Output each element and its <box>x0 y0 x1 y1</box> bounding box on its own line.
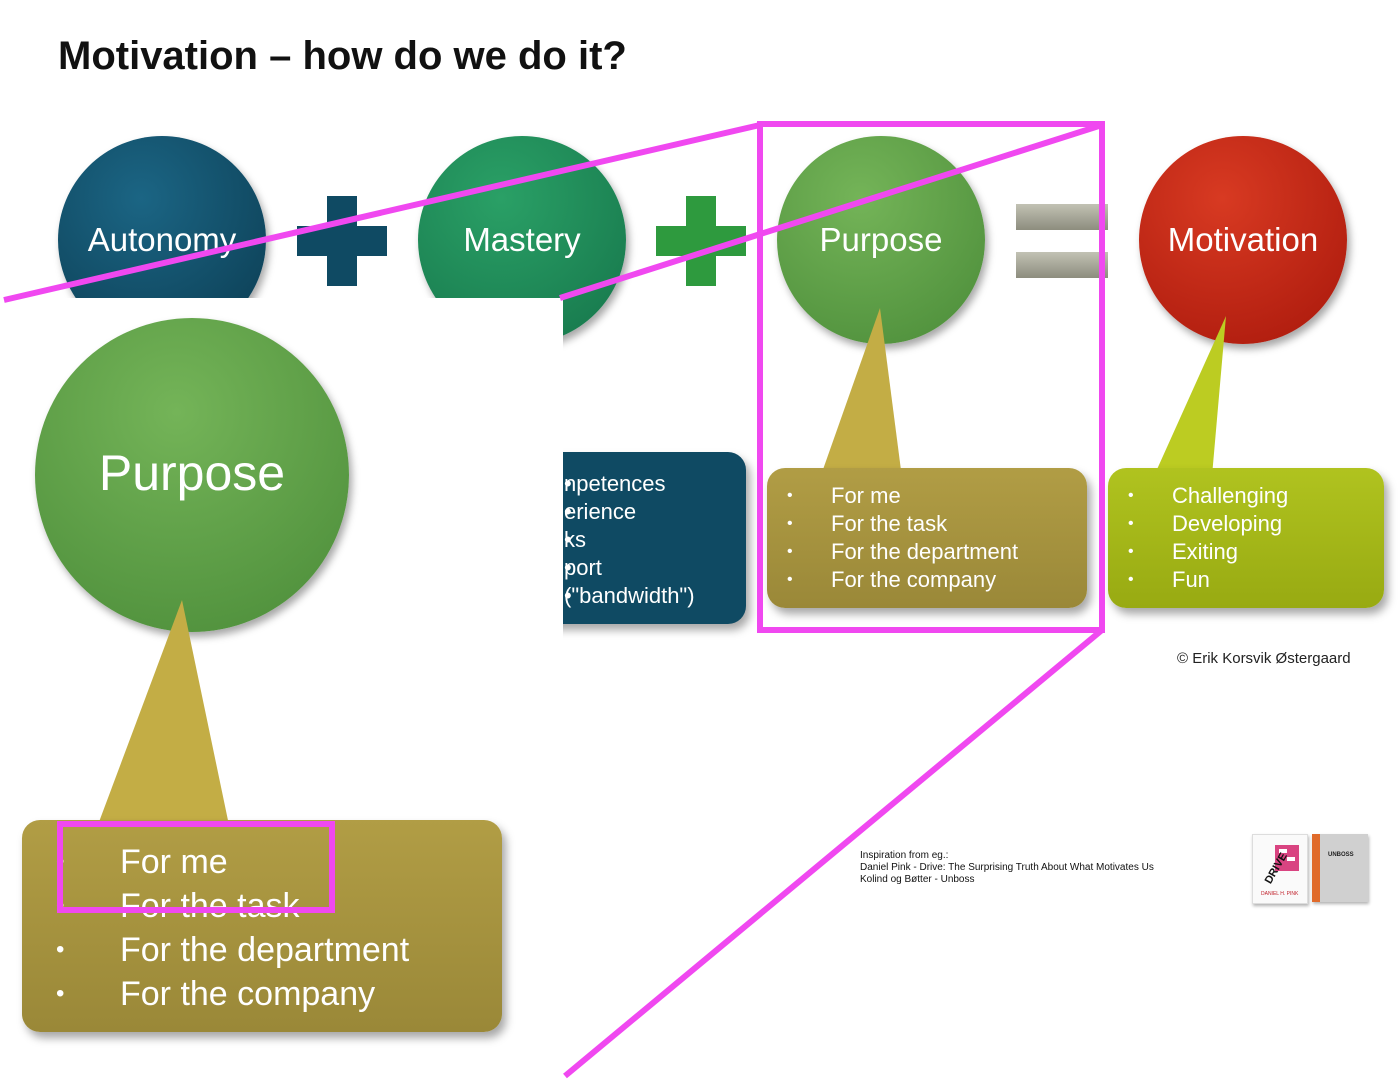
inspiration-text: Inspiration from eg.: Daniel Pink - Driv… <box>860 850 1154 886</box>
motivation-item: Exiting <box>1108 538 1384 566</box>
purpose-zoom-pointer <box>96 600 230 830</box>
motivation-item: Developing <box>1108 510 1384 538</box>
motivation-item: Fun <box>1108 566 1384 594</box>
mastery-label: Mastery <box>463 221 581 258</box>
purpose-item: For the task <box>767 510 1087 538</box>
drive-book-cover: DRIVE DANIEL H. PINK <box>1252 834 1308 904</box>
zoom-connector-line <box>3 122 761 303</box>
mastery-item: ("bandwidth") <box>564 582 695 610</box>
purpose-label: Purpose <box>819 221 943 258</box>
motivation-pointer <box>1154 316 1226 476</box>
unboss-book-cover: UNBOSS <box>1312 834 1368 902</box>
purpose-item: For me <box>767 482 1087 510</box>
mastery-item: erience <box>564 498 695 526</box>
copyright-text: © Erik Korsvik Østergaard <box>1177 650 1351 667</box>
mastery-item: npetences <box>564 470 695 498</box>
purpose-item: For the company <box>767 566 1087 594</box>
purpose-zoom-circle: Purpose <box>35 318 349 632</box>
page-title: Motivation – how do we do it? <box>58 34 627 78</box>
inspiration-line: Kolind og Bøtter - Unboss <box>860 874 975 885</box>
zoom-item: For the company <box>22 972 502 1016</box>
equals-icon <box>1016 204 1108 278</box>
purpose-zoom-box: For me For the task For the department F… <box>22 820 502 1032</box>
zoom-connector-line <box>563 627 1104 1079</box>
inspiration-line: Inspiration from eg.: <box>860 850 949 861</box>
plus-icon <box>297 196 387 286</box>
zoom-item: For the department <box>22 928 502 972</box>
for-me-highlight-box <box>57 821 335 913</box>
mastery-item: port <box>564 554 695 582</box>
inspiration-line: Daniel Pink - Drive: The Surprising Trut… <box>860 862 1154 873</box>
motivation-box: Challenging Developing Exiting Fun <box>1108 468 1384 608</box>
drive-author: DANIEL H. PINK <box>1261 891 1299 897</box>
motivation-label: Motivation <box>1167 221 1319 258</box>
zoom-connector-line <box>559 122 1103 301</box>
purpose-item: For the department <box>767 538 1087 566</box>
motivation-circle: Motivation <box>1139 136 1347 344</box>
purpose-zoom-label: Purpose <box>98 445 286 501</box>
purpose-box: For me For the task For the department F… <box>767 468 1087 608</box>
purpose-pointer <box>820 308 902 478</box>
motivation-item: Challenging <box>1108 482 1384 510</box>
mastery-item: ks <box>564 526 695 554</box>
purpose-highlight-box <box>757 121 1105 633</box>
unboss-title: UNBOSS <box>1328 852 1354 858</box>
